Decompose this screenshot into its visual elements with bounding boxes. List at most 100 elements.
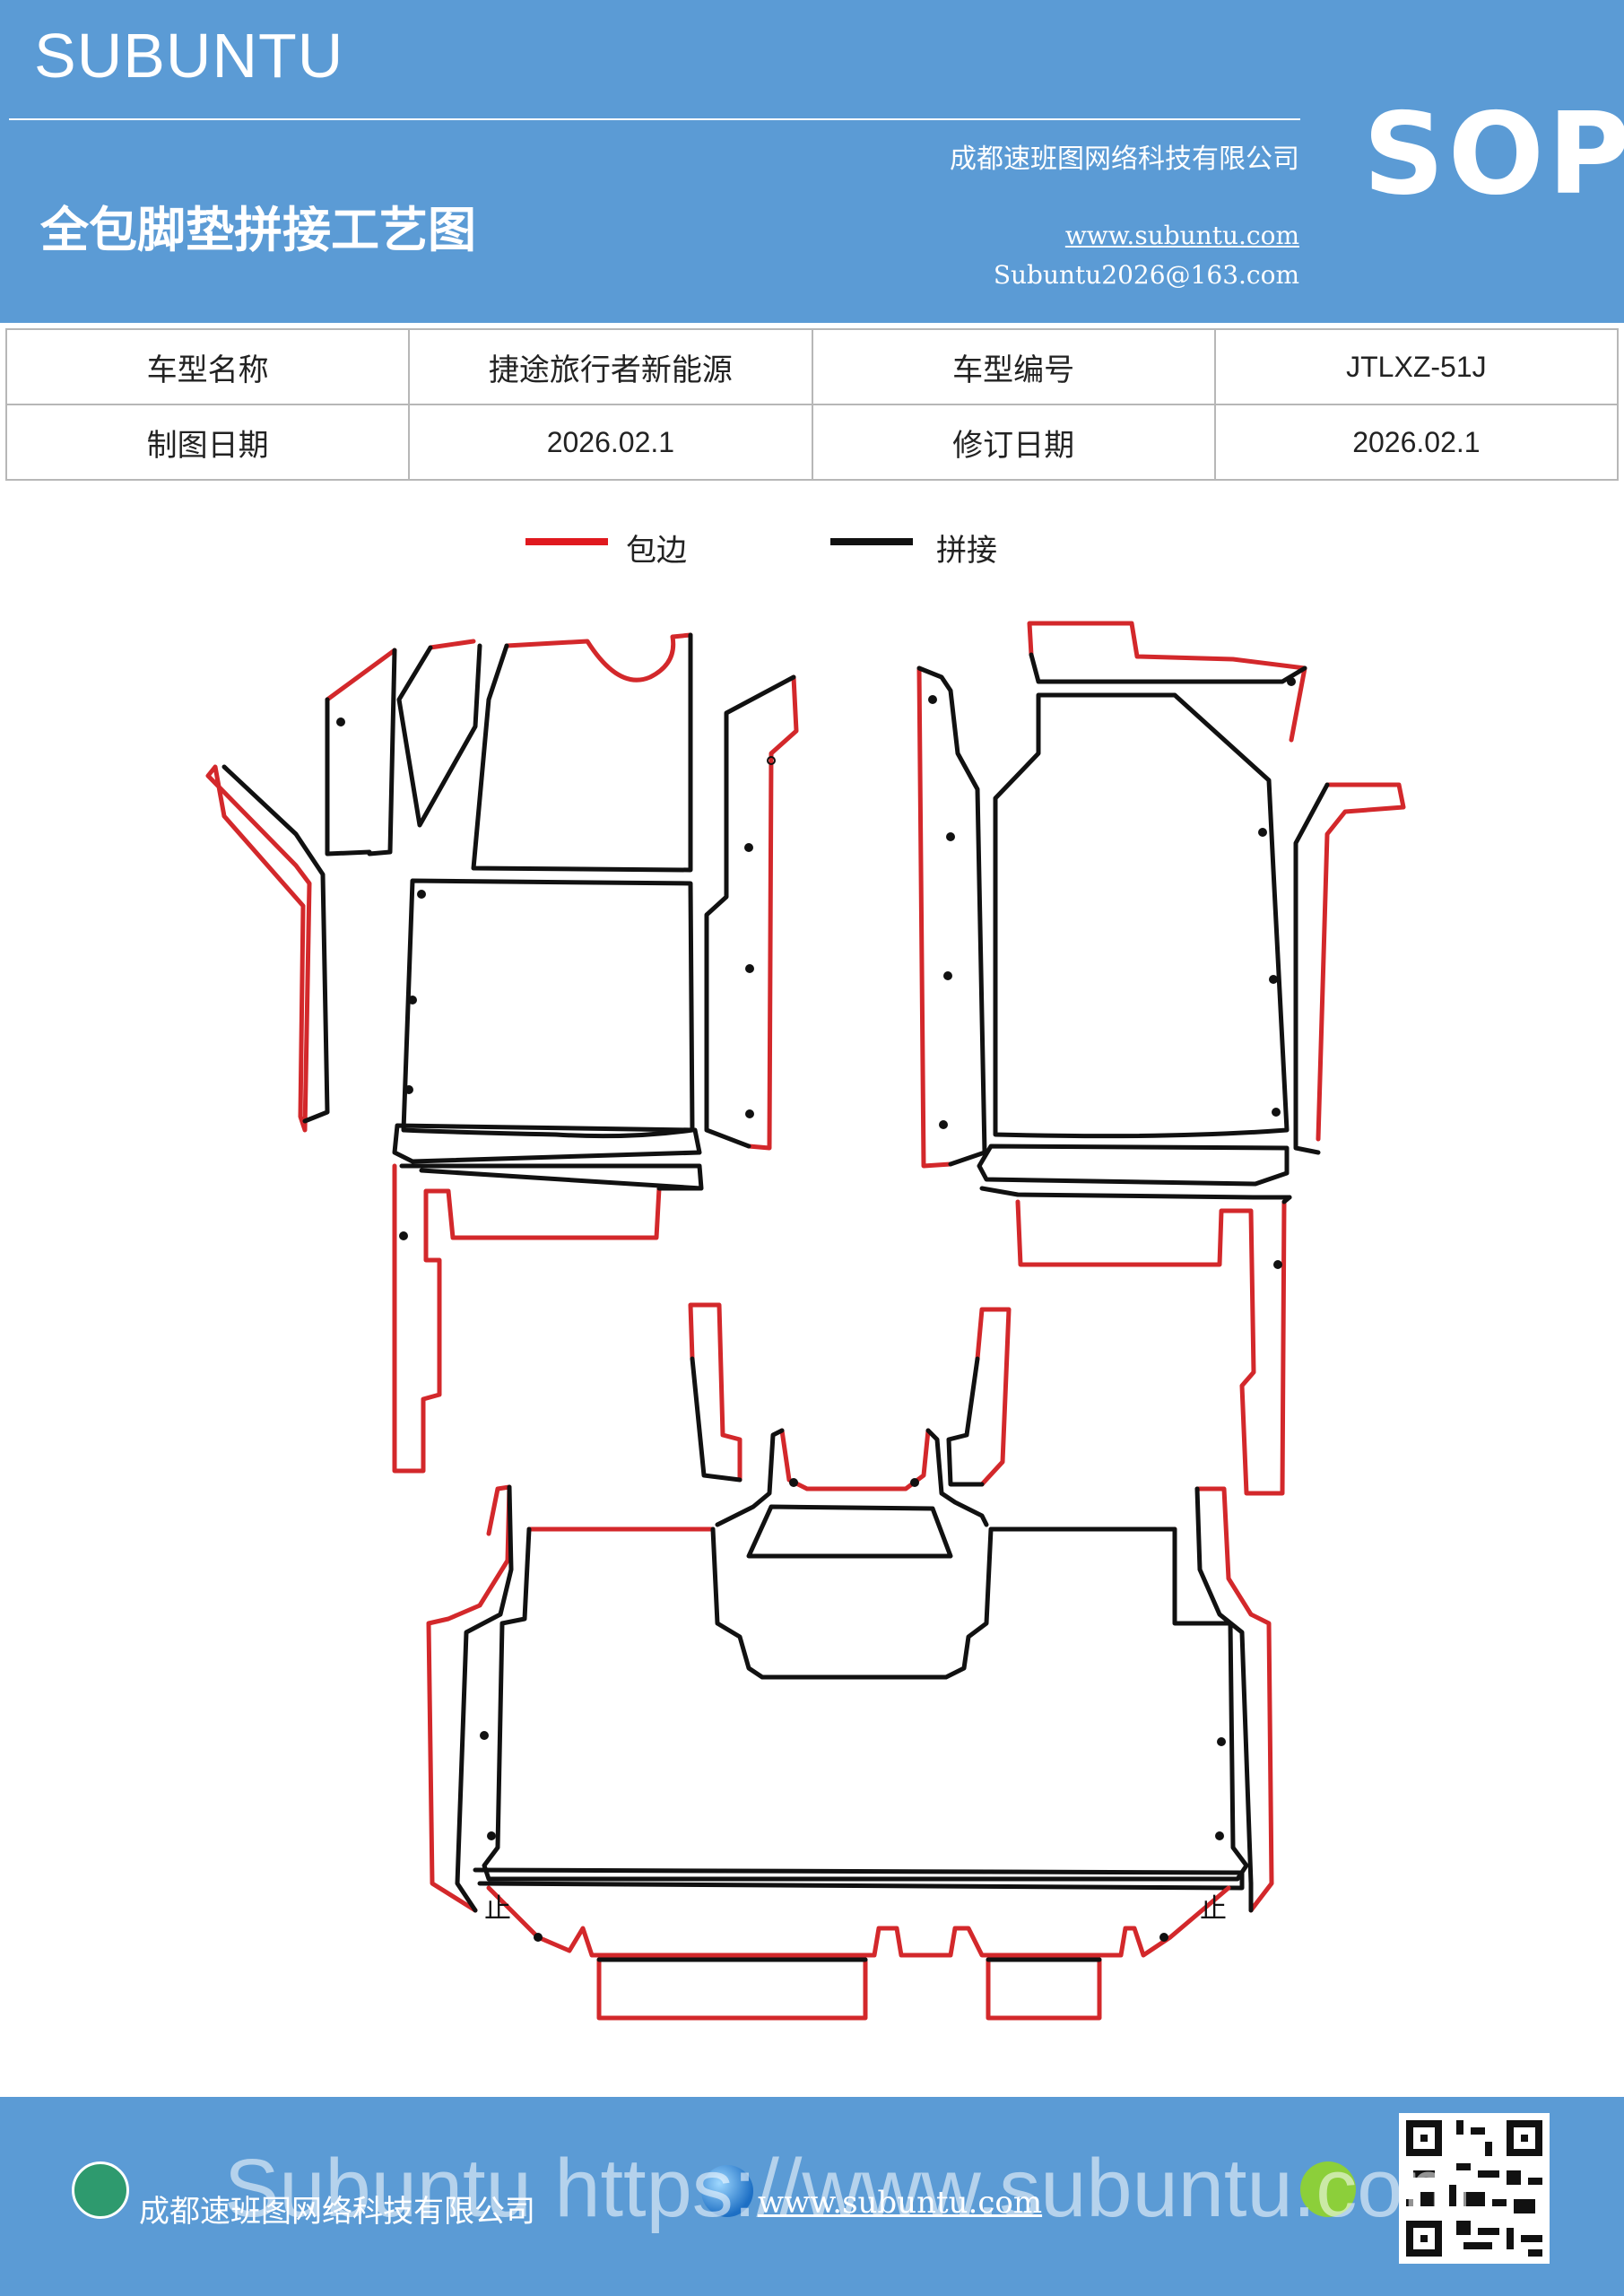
vehicle-info-table: 车型名称 捷途旅行者新能源 车型编号 JTLXZ-51J 制图日期 2026.0… — [4, 328, 1620, 481]
qr-code-icon — [1399, 2113, 1550, 2264]
mat-piece-rear-tunnel-top — [779, 1428, 931, 1492]
fastener-dots — [336, 677, 1296, 1942]
footer-website-link[interactable]: www.subuntu.com — [758, 2185, 1043, 2221]
mat-piece-pedal-left-seam — [325, 648, 397, 857]
mat-piece-passenger-left-seam — [916, 665, 987, 1167]
fastener-dot — [408, 996, 417, 1004]
fastener-dot — [946, 832, 955, 841]
fastener-dot — [745, 1109, 754, 1118]
floor-mat-diagram: 止 止 — [205, 621, 1406, 2021]
mat-piece-driver-top — [504, 632, 693, 683]
mat-piece-passenger-strip-2 — [979, 1186, 1292, 1200]
mat-piece-rear-side-left-edge — [426, 1484, 512, 1913]
company-name: 成都速班图网络科技有限公司 — [950, 144, 1299, 175]
table-cell: 2026.02.1 — [408, 404, 813, 481]
mat-piece-pedal-mid — [428, 639, 476, 650]
table-cell: JTLXZ-51J — [1213, 328, 1620, 405]
mat-piece-passenger-right-edge — [1316, 782, 1406, 1142]
legend: 包边 拼接 — [0, 526, 1624, 579]
email-address: Subuntu2026@163.com — [993, 260, 1299, 290]
mat-piece-left-side-seam — [221, 764, 330, 1124]
website-link[interactable]: www.subuntu.com — [1064, 221, 1299, 250]
mat-piece-rear-lower-band — [473, 1867, 1245, 1891]
fastener-dot — [417, 890, 426, 899]
mat-piece-left-side — [205, 764, 312, 1133]
fastener-dot — [1272, 1108, 1281, 1117]
table-cell: 制图日期 — [4, 404, 411, 481]
header-banner: SUBUNTU 全包脚垫拼接工艺图 成都速班图网络科技有限公司 www.subu… — [0, 0, 1624, 323]
table-cell: 捷途旅行者新能源 — [408, 328, 813, 405]
fastener-dot — [404, 1085, 413, 1094]
mat-piece-rear-main — [482, 1526, 1249, 1882]
fastener-dot — [487, 1831, 496, 1840]
mat-piece-rear-bottom-edge — [486, 1885, 1231, 1958]
mat-piece-driver-side-seam — [704, 674, 796, 1149]
mat-piece-rear-tunnel-cap — [746, 1504, 953, 1559]
table-cell: 车型编号 — [811, 328, 1216, 405]
fastener-dot — [1287, 677, 1296, 686]
table-cell: 修订日期 — [811, 404, 1216, 481]
mat-piece-pedal-left — [325, 648, 397, 702]
fastener-dot — [399, 1231, 408, 1240]
brand-name: SUBUNTU — [34, 21, 344, 91]
table-row: 车型名称 捷途旅行者新能源 车型编号 JTLXZ-51J — [4, 328, 1620, 405]
mat-piece-rear-side-left-seam — [455, 1484, 514, 1913]
sop-label: SOP — [1363, 88, 1624, 220]
mat-piece-passenger-strip-1 — [977, 1144, 1290, 1187]
table-cell: 车型名称 — [4, 328, 411, 405]
table-row: 制图日期 2026.02.1 修订日期 2026.02.1 — [4, 404, 1620, 481]
home-icon — [72, 2161, 129, 2219]
mat-piece-rear-tunnel-seam — [715, 1428, 785, 1527]
fastener-dot — [1273, 1260, 1282, 1269]
stop-mark-left: 止 — [484, 1893, 511, 1925]
legend-swatch-seam — [830, 538, 913, 545]
mat-piece-rear-tab-right — [975, 1307, 1012, 1487]
mat-piece-rear-side-right-edge — [1194, 1486, 1274, 1913]
legend-label-seam: 拼接 — [936, 533, 997, 569]
fastener-dot — [744, 843, 753, 852]
footer-banner: 成都速班图网络科技有限公司 www.subuntu.com — [0, 2097, 1624, 2296]
fastener-dot — [745, 964, 754, 973]
mat-piece-rear-tab-left-seam — [690, 1356, 743, 1483]
mat-piece-driver-top-seam — [471, 632, 693, 873]
mat-piece-rear-side-right-seam — [1194, 1486, 1254, 1913]
fastener-dot — [943, 971, 952, 980]
fastener-dot — [1159, 1933, 1168, 1942]
mat-piece-rear-bottom-rect-right — [986, 1957, 1102, 2021]
fastener-dot — [928, 695, 937, 704]
mat-piece-rear-tab-right-seam — [946, 1356, 985, 1487]
legend-swatch-edge — [525, 538, 608, 545]
fastener-dot — [480, 1731, 489, 1740]
mat-piece-driver-main — [401, 878, 695, 1139]
mat-piece-rear-tunnel-seam-2 — [925, 1428, 989, 1527]
fastener-dot — [1217, 1737, 1226, 1746]
fastener-dot — [1215, 1831, 1224, 1840]
wechat-icon — [1300, 2161, 1356, 2217]
mat-piece-passenger-step — [1015, 1199, 1287, 1496]
watermark-text: Subuntu https://www.subuntu.com — [224, 2143, 1472, 2234]
legend-label-edge: 包边 — [626, 533, 687, 569]
fastener-dot — [1258, 828, 1267, 837]
mat-piece-passenger-left-edge — [916, 665, 953, 1169]
mat-piece-passenger-main — [993, 692, 1290, 1139]
fastener-dot — [910, 1478, 919, 1487]
mat-piece-pedal-mid-seam — [396, 643, 482, 828]
header-divider — [9, 118, 1300, 120]
mat-piece-passenger-right-seam — [1293, 782, 1330, 1155]
fastener-dot — [767, 756, 776, 765]
mat-piece-passenger-step-seam — [1281, 1195, 1292, 1205]
mat-piece-rear-bottom-rect-left — [596, 1957, 868, 2021]
fastener-dot — [534, 1933, 543, 1942]
mat-piece-driver-strip-2 — [399, 1163, 704, 1191]
fastener-dot — [939, 1120, 948, 1129]
mat-piece-driver-step — [392, 1163, 662, 1474]
mat-piece-driver-strip-1 — [392, 1123, 702, 1164]
stop-mark-right: 止 — [1200, 1893, 1227, 1925]
document-title: 全包脚垫拼接工艺图 — [40, 202, 476, 258]
fastener-dot — [336, 718, 345, 726]
table-cell: 2026.02.1 — [1213, 404, 1620, 481]
footer-company-name: 成都速班图网络科技有限公司 — [139, 2194, 535, 2230]
fastener-dot — [789, 1478, 798, 1487]
globe-icon — [701, 2165, 753, 2217]
mat-piece-passenger-top-seam — [1029, 652, 1307, 684]
